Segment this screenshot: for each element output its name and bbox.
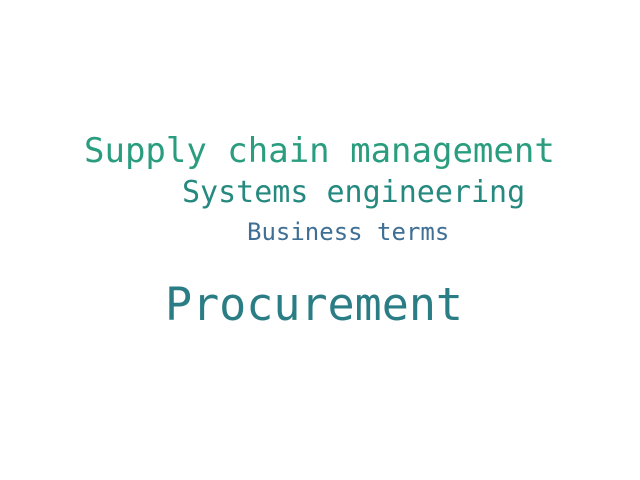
word-procurement: Procurement	[165, 278, 464, 331]
word-supply-chain-management: Supply chain management	[84, 131, 555, 171]
word-systems-engineering: Systems engineering	[182, 175, 526, 210]
word-business-terms: Business terms	[247, 218, 450, 246]
